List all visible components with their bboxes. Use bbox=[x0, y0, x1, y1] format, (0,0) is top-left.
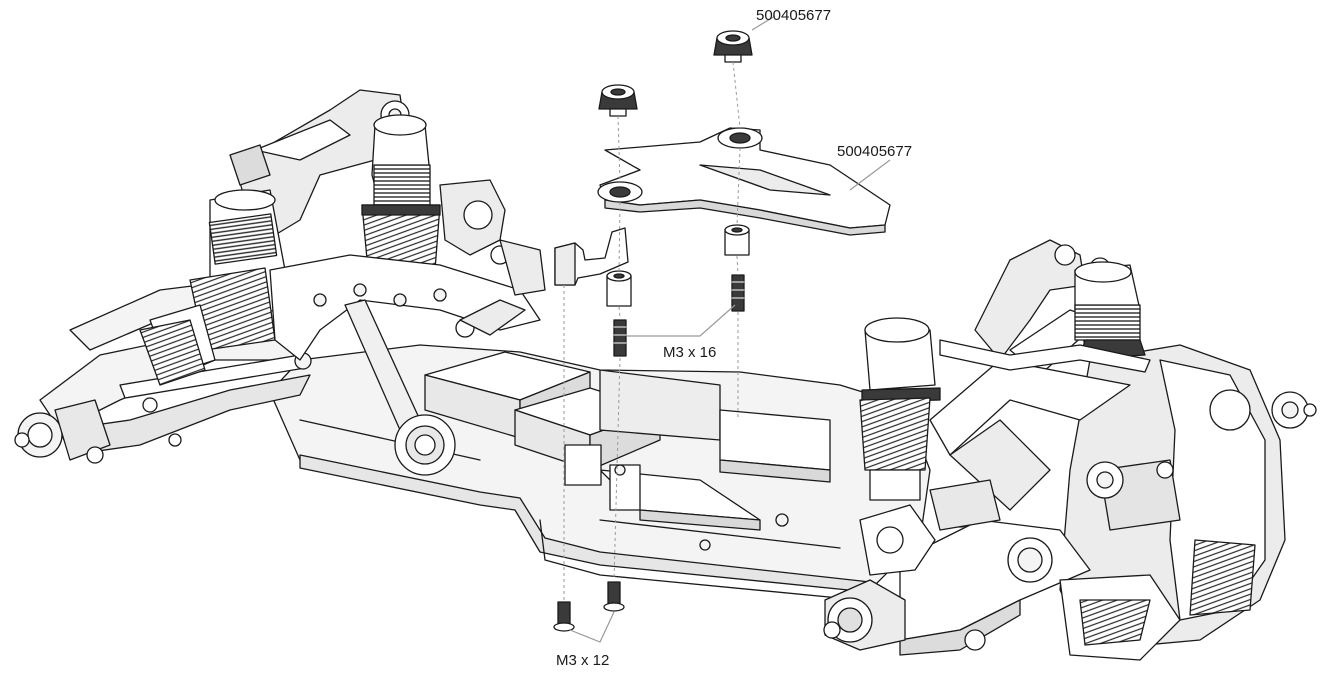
part-number-label-top-brace: 500405677 bbox=[837, 143, 913, 160]
spacer-right bbox=[725, 225, 749, 255]
front-suspension bbox=[15, 90, 545, 475]
screw-label-m3x12: M3 x 12 bbox=[556, 652, 610, 669]
spacer-center bbox=[607, 271, 631, 306]
alignment-lines bbox=[564, 62, 740, 600]
screw-m3x12-left bbox=[554, 602, 574, 631]
screw-m3x16-left bbox=[614, 320, 626, 356]
rear-shock-left bbox=[860, 318, 940, 500]
callout-leaders bbox=[570, 16, 890, 642]
screw-label-m3x16: M3 x 16 bbox=[663, 344, 717, 361]
screw-m3x12-right bbox=[604, 582, 624, 611]
top-nut-left bbox=[599, 85, 637, 116]
front-shock-left bbox=[140, 190, 285, 385]
top-nut-right bbox=[714, 31, 752, 62]
rear-shock-right bbox=[1075, 262, 1145, 358]
top-brace-plate bbox=[598, 128, 890, 235]
l-bracket bbox=[555, 228, 628, 285]
front-shock-right bbox=[362, 115, 440, 270]
screw-m3x16-right bbox=[732, 275, 744, 311]
rear-assembly bbox=[824, 240, 1316, 660]
part-number-label-top-nut: 500405677 bbox=[756, 7, 832, 24]
chassis-plate bbox=[270, 345, 930, 600]
